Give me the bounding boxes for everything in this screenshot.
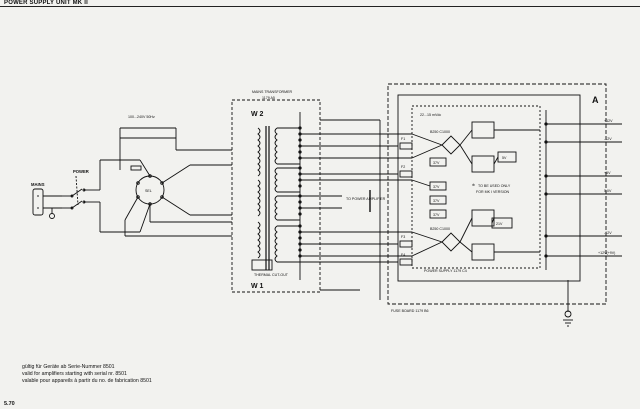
rectifier-bottom-label: B250 C1000 xyxy=(430,227,450,231)
fuse-f1: F1 xyxy=(401,137,405,141)
page-number: 5.70 xyxy=(4,401,15,407)
notes-block: gültig für Geräte ab Serie-Nummer 8501 v… xyxy=(22,364,152,385)
output-4: 5,0V xyxy=(604,189,612,193)
output-2: -12V xyxy=(604,137,612,141)
secondary-wiring xyxy=(300,119,412,300)
badge-37v-3: 37V xyxy=(433,199,440,203)
note-french: valable pour appareils à partir du no. d… xyxy=(22,378,152,384)
badge-37v-2: 37V xyxy=(433,185,440,189)
note-german: gültig für Geräte ab Serie-Nummer 8501 xyxy=(22,364,115,370)
section-a-label: A xyxy=(592,95,599,105)
transformer-part: 1179 A5 xyxy=(262,96,275,100)
winding-w2: W 2 xyxy=(251,111,264,118)
fuse-f3: F3 xyxy=(401,235,405,239)
badge-5v: 5V xyxy=(502,156,507,160)
svg-text:SEL: SEL xyxy=(145,189,152,193)
output-3: +5V xyxy=(604,171,611,175)
voltage-selector-label: 100...240V 50Hz xyxy=(128,115,155,119)
winding-w1: W 1 xyxy=(251,283,264,290)
mains-plug xyxy=(32,188,44,216)
bridge-rectifier-top xyxy=(441,135,461,155)
schematic-diagram: MAINS POWER 100...240V 50Hz SEL xyxy=(31,83,622,327)
mk1-note-line1: TO BE USED ONLY xyxy=(478,184,511,188)
transformer-label: MAINS TRANSFORMER xyxy=(252,90,292,94)
ground-symbol xyxy=(563,280,573,327)
to-power-amplifier-label: TO POWER AMPLIFIER xyxy=(346,197,386,201)
power-switch: POWER xyxy=(62,159,140,233)
fuse-f2: F2 xyxy=(401,165,405,169)
voltage-selector: 100...240V 50Hz SEL xyxy=(119,115,232,237)
badge-21v: 21V xyxy=(496,222,503,226)
bridge-rectifier-bottom xyxy=(441,232,461,252)
thermal-cutout-label: THERMAL CUT-OUT xyxy=(254,273,289,277)
badge-37v-1: 37V xyxy=(433,161,440,165)
output-5: -12V xyxy=(604,231,612,235)
mk1-note-line2: FOR MK I VERSION xyxy=(476,190,510,194)
svg-text:⊕: ⊕ xyxy=(472,183,475,187)
to-power-amplifier: TO POWER AMPLIFIER xyxy=(300,190,386,212)
mains-input: MAINS xyxy=(31,182,62,219)
header-rule xyxy=(0,6,640,7)
rectifier-top-label: B250 C1000 xyxy=(430,130,450,134)
power-switch-label: POWER xyxy=(73,169,89,174)
power-supply-board-box xyxy=(397,94,581,282)
note-english: valid for amplifiers starting with seria… xyxy=(22,371,127,377)
output-1: +12V xyxy=(604,119,613,123)
fuse-board-label: FUSE BOARD 1179 B6 xyxy=(391,309,428,313)
board-a: FUSE BOARD 1179 B6 POWER SUPPLY 1179 C4 … xyxy=(387,83,607,313)
mains-label: MAINS xyxy=(31,182,45,187)
outputs: +12V -12V +5V 5,0V -12V +12V(+9V) xyxy=(546,119,622,257)
page-title: POWER SUPPLY UNIT MK II xyxy=(4,0,88,6)
power-supply-board-label: POWER SUPPLY 1179 C4 xyxy=(424,269,467,273)
regulator-top-label: 22...15 mVdc xyxy=(420,113,441,117)
output-6: +12V(+9V) xyxy=(598,251,615,255)
fuses: F1 F2 F3 F4 xyxy=(399,137,413,266)
fuse-f4: F4 xyxy=(401,253,405,257)
mains-transformer: MAINS TRANSFORMER 1179 A5 W 2 W 1 THERMA… xyxy=(231,90,321,293)
badge-37v-4: 37V xyxy=(433,213,440,217)
